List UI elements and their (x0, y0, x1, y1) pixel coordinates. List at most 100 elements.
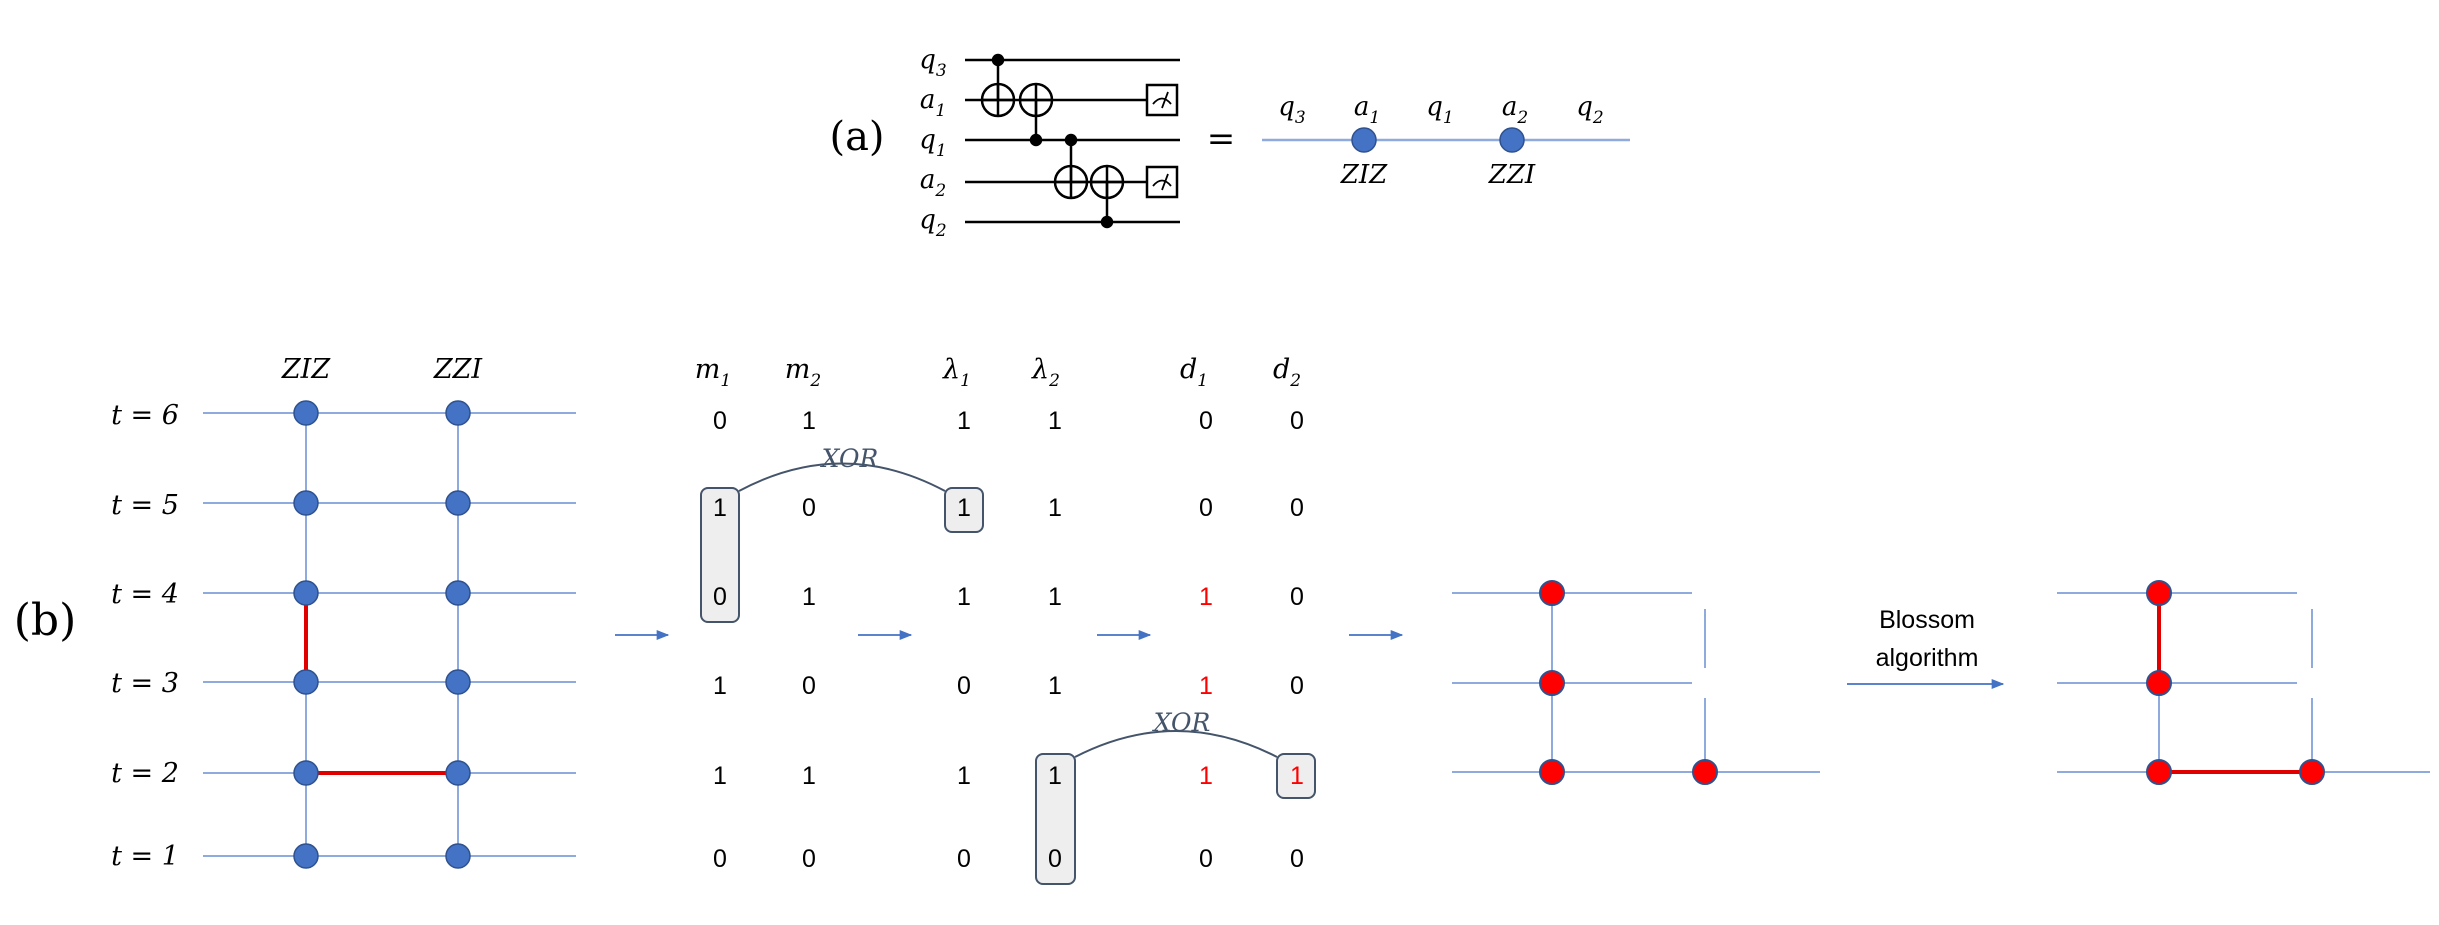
header-d1: d1 (1180, 354, 1208, 391)
time-label: t = 3 (111, 668, 179, 699)
equals-sign: = (1207, 119, 1236, 159)
time-label: t = 5 (111, 490, 179, 521)
m-value: 0 (713, 583, 727, 611)
syndrome-node (293, 580, 319, 606)
syndrome-node (293, 843, 319, 869)
lambda-value: 0 (957, 845, 971, 873)
lambda-value: 1 (957, 583, 971, 611)
column-header-zzi: ZZI (433, 354, 484, 385)
d-value: 1 (1199, 762, 1213, 790)
qubit-label-a2: a2 (920, 165, 946, 201)
cnot-control-dot (1029, 133, 1043, 147)
d-value: 1 (1199, 672, 1213, 700)
d-value: 0 (1290, 845, 1304, 873)
syndrome-node (445, 669, 471, 695)
blossom-label-line2: algorithm (1876, 644, 1979, 672)
xor-arc (1074, 730, 1278, 758)
header-m2: m2 (785, 354, 821, 391)
defect-node (2146, 670, 2172, 696)
qubit-label-q3: q3 (919, 45, 946, 81)
xor-label: XOR (820, 444, 879, 473)
m-value: 1 (802, 762, 816, 790)
lambda-value: 1 (1048, 762, 1062, 790)
lambda-value: 1 (1048, 583, 1062, 611)
m-value: 1 (802, 583, 816, 611)
m-value: 1 (713, 494, 727, 522)
syndrome-node (293, 400, 319, 426)
cnot-control-dot (991, 53, 1005, 67)
m-value: 1 (713, 762, 727, 790)
stabilizer-label-zzi: ZZI (1488, 160, 1536, 190)
stabilizer-label-ziz: ZIZ (1340, 160, 1388, 190)
d-value: 0 (1290, 494, 1304, 522)
panel-a-label: (a) (829, 114, 884, 160)
d-value: 0 (1290, 583, 1304, 611)
syndrome-node (445, 490, 471, 516)
lambda-value: 1 (957, 407, 971, 435)
defect-node (2146, 759, 2172, 785)
d-value: 0 (1290, 672, 1304, 700)
measurement-icon (1145, 165, 1179, 199)
defect-graph (1452, 580, 1820, 785)
time-label: t = 2 (111, 758, 179, 789)
m-value: 0 (713, 845, 727, 873)
time-label: t = 1 (111, 841, 179, 872)
time-label: t = 6 (111, 400, 179, 431)
lambda-value: 0 (1048, 845, 1062, 873)
chain-label-q2: q2 (1576, 92, 1603, 128)
qubit-label-q1: q1 (919, 125, 946, 161)
xor-label: XOR (1152, 708, 1211, 737)
xor-arc (738, 462, 946, 492)
chain-label-a1: a1 (1354, 92, 1380, 128)
lambda-value: 1 (1048, 494, 1062, 522)
ancilla-node-a1 (1351, 127, 1377, 153)
m-value: 0 (802, 672, 816, 700)
defect-node (1539, 580, 1565, 606)
lambda1-box (944, 487, 984, 533)
defect-node (1539, 759, 1565, 785)
syndrome-node (293, 490, 319, 516)
chain-label-a2: a2 (1502, 92, 1528, 128)
d-value: 0 (1199, 494, 1213, 522)
error-edges (304, 593, 458, 775)
ancilla-node-a2 (1499, 127, 1525, 153)
lambda-value: 1 (957, 494, 971, 522)
circuit-gates (980, 53, 1179, 229)
lambda-value: 1 (957, 762, 971, 790)
cnot-control-dot (1100, 215, 1114, 229)
header-lambda1: λ1 (942, 354, 971, 391)
qubit-label-q2: q2 (919, 205, 946, 241)
syndrome-node (445, 400, 471, 426)
stage-arrows (615, 629, 2005, 690)
highlight-boxes (700, 487, 1316, 885)
m-value: 0 (802, 494, 816, 522)
panel-b-label: (b) (14, 595, 77, 646)
lambda-value: 0 (957, 672, 971, 700)
lambda1-pair-box (1035, 753, 1076, 885)
lattice-nodes (293, 400, 471, 869)
syndrome-lattice (203, 412, 576, 857)
chain-label-q1: q1 (1426, 92, 1453, 128)
syndrome-node (445, 580, 471, 606)
cnot-control-dot (1064, 133, 1078, 147)
d-value: 0 (1290, 407, 1304, 435)
defect-node (1692, 759, 1718, 785)
matched-graph (2057, 580, 2430, 785)
d-value: 0 (1199, 845, 1213, 873)
chain-label-q3: q3 (1278, 92, 1305, 128)
syndrome-node (293, 669, 319, 695)
m1-pair-box (700, 487, 740, 623)
defect-node (2299, 759, 2325, 785)
defect-node (2146, 580, 2172, 606)
measurement-icon (1145, 83, 1179, 117)
lambda-value: 1 (1048, 672, 1062, 700)
m-value: 1 (713, 672, 727, 700)
syndrome-node (445, 760, 471, 786)
d-value: 0 (1199, 407, 1213, 435)
d2-box (1276, 753, 1316, 799)
header-d2: d2 (1273, 354, 1301, 391)
defect-node (1539, 670, 1565, 696)
m-value: 0 (713, 407, 727, 435)
